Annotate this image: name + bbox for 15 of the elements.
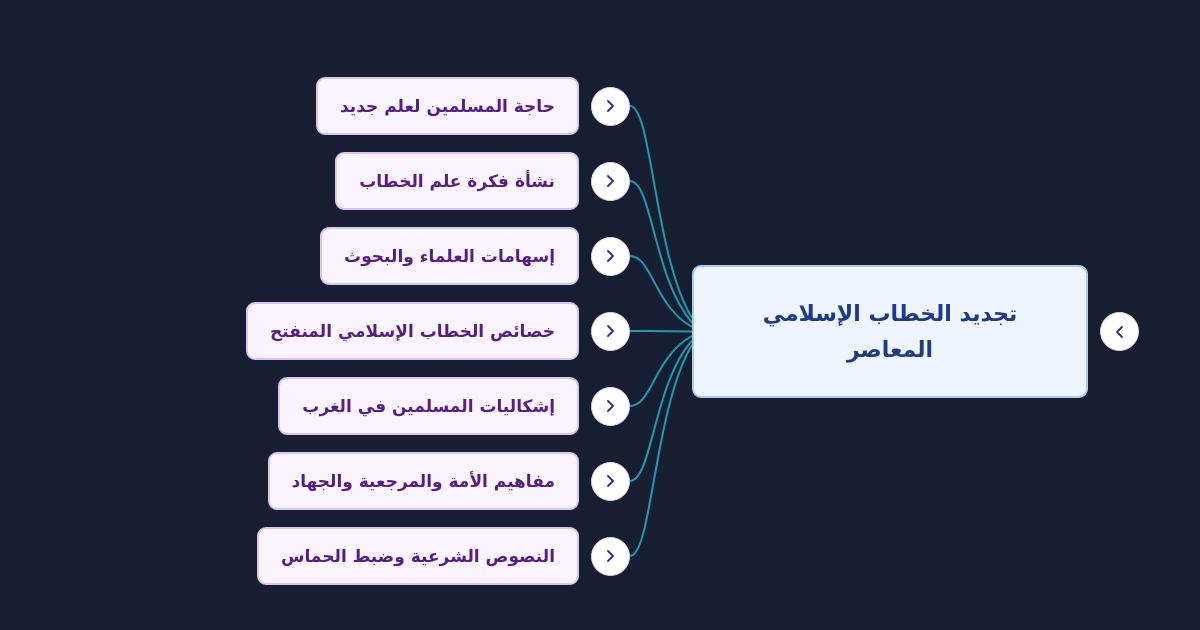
connector-line — [629, 343, 693, 557]
connector-line — [629, 255, 693, 328]
topic-text: خصائص الخطاب الإسلامي المنفتح — [270, 321, 555, 341]
topic-text: حاجة المسلمين لعلم جديد — [340, 96, 555, 116]
topic-text: النصوص الشرعية وضبط الحماس — [281, 546, 555, 566]
topic-text: إشكاليات المسلمين في الغرب — [302, 396, 555, 416]
connector-line — [629, 180, 693, 324]
connector-line — [629, 330, 693, 333]
connector-line — [629, 339, 693, 482]
topic-text: مفاهيم الأمة والمرجعية والجهاد — [291, 471, 555, 491]
topic-text: نشأة فكرة علم الخطاب — [359, 171, 555, 191]
topic-text: إسهامات العلماء والبحوث — [344, 246, 555, 266]
central-topic-text: تجديد الخطاب الإسلامي المعاصر — [761, 300, 1019, 365]
connector-line — [629, 334, 693, 407]
connector-line — [629, 105, 693, 319]
